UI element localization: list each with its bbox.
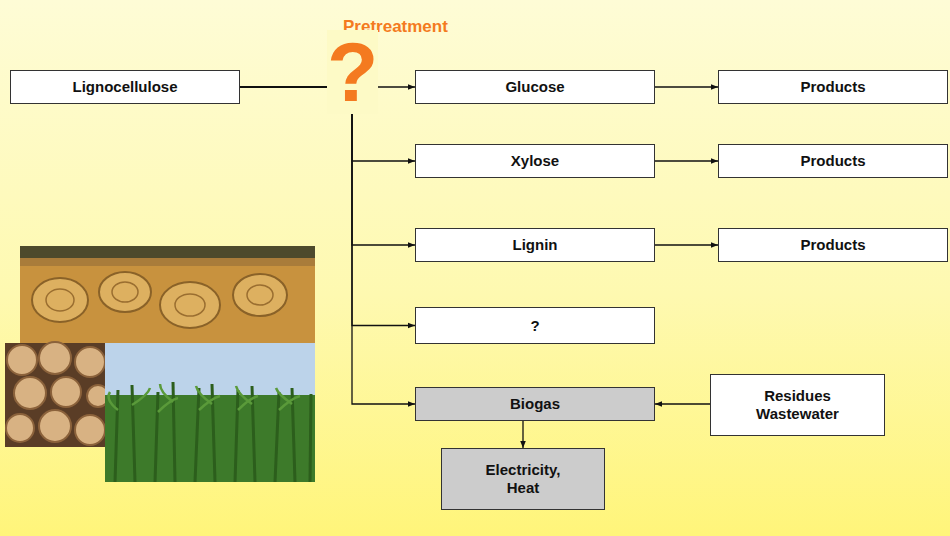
feedstock-box: Lignocellulose — [10, 70, 240, 104]
flow-arrow — [522, 421, 523, 448]
product-box: Lignin — [415, 228, 655, 262]
node-text: Glucose — [505, 78, 564, 96]
flow-arrow — [655, 86, 718, 87]
node-text: Electricity, Heat — [468, 461, 578, 497]
firewood — [5, 343, 110, 447]
output-box: Products — [718, 144, 948, 178]
flow-arrow — [240, 87, 415, 404]
product-box: Glucose — [415, 70, 655, 104]
node-text: Lignocellulose — [72, 78, 177, 96]
node-text: Xylose — [511, 152, 559, 170]
input-box: Residues Wastewater — [710, 374, 885, 436]
energy-box: Electricity, Heat — [441, 448, 605, 510]
node-text: Biogas — [510, 395, 560, 413]
node-text: Lignin — [513, 236, 558, 254]
output-box: Products — [718, 228, 948, 262]
node-text: Products — [800, 152, 865, 170]
output-box: Products — [718, 70, 948, 104]
flow-arrow — [240, 87, 415, 326]
node-text: Products — [800, 236, 865, 254]
node-text: Products — [800, 78, 865, 96]
flow-arrow — [655, 160, 718, 161]
question-mark: ? — [327, 30, 378, 114]
node-text: ? — [530, 317, 539, 335]
maize-field — [105, 343, 315, 482]
product-box: Xylose — [415, 144, 655, 178]
biogas-box: Biogas — [415, 387, 655, 421]
node-text: Residues Wastewater — [743, 387, 853, 423]
flow-arrow — [655, 403, 710, 404]
straw-field — [20, 246, 315, 345]
flow-arrow — [655, 244, 718, 245]
unknown-box: ? — [415, 307, 655, 344]
